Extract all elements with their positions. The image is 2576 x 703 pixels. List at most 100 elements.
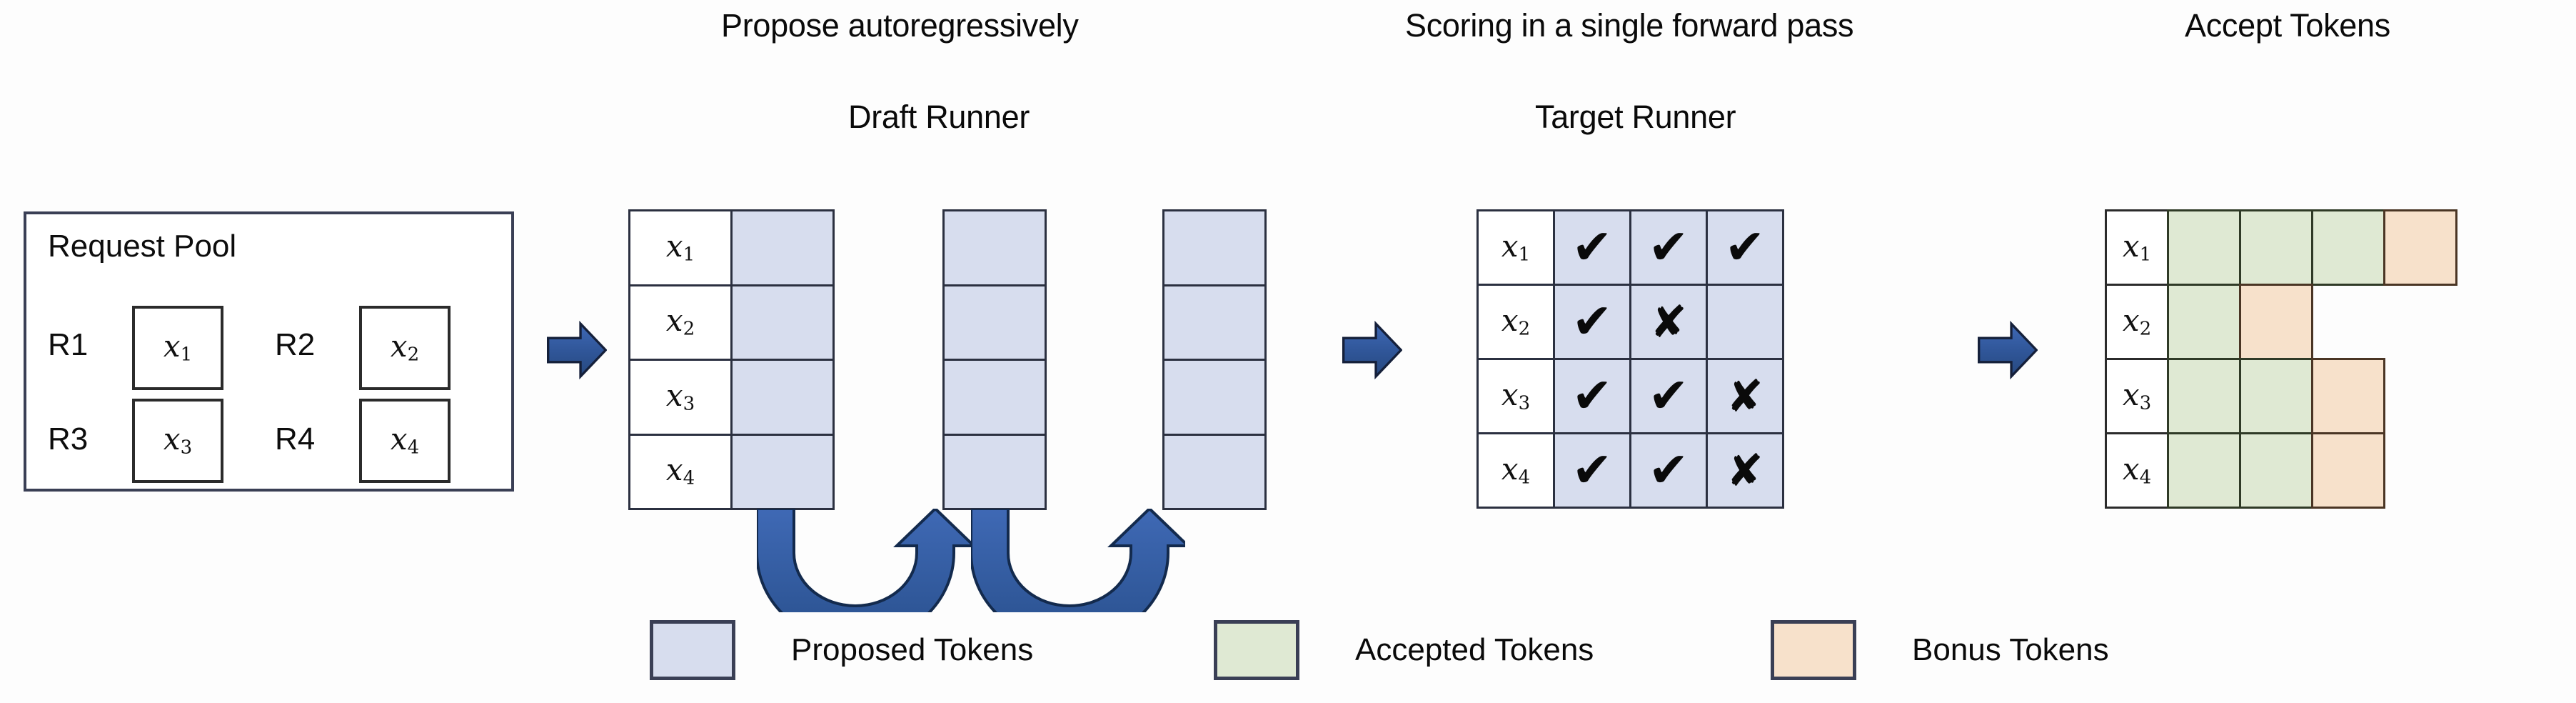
legend-item-bonus: Bonus Tokens xyxy=(1771,620,2109,680)
request-label-r2: R2 xyxy=(275,327,316,362)
request-label-r4: R4 xyxy=(275,422,316,457)
loop-arrow-step2-to-step3 xyxy=(971,509,1185,612)
token-x4: x4 xyxy=(1501,451,1531,489)
cross-icon: ✘ xyxy=(1726,369,1764,422)
legend-swatch-bonus xyxy=(1771,620,1856,680)
target-score-cell: ✔ xyxy=(1553,358,1631,434)
check-icon: ✔ xyxy=(1648,367,1689,424)
draft-proposed-cell xyxy=(942,284,1047,361)
target-score-cell: ✘ xyxy=(1706,358,1784,434)
request-box-r3: x3 xyxy=(132,399,223,483)
draft-label-cell-x4: x4 xyxy=(628,433,733,510)
target-row: x1 ✔ ✔ ✔ xyxy=(1476,209,1784,286)
draft-proposed-cell xyxy=(1162,284,1267,361)
draft-proposed-cell xyxy=(730,359,835,436)
accept-row: x1 xyxy=(2105,209,2457,286)
token-x3: x3 xyxy=(2122,377,2152,414)
target-score-cell: ✔ xyxy=(1629,432,1708,509)
check-icon: ✔ xyxy=(1724,219,1766,276)
legend-label-proposed: Proposed Tokens xyxy=(791,632,1034,667)
accept-row: x3 xyxy=(2105,358,2457,434)
heading-propose-autoregressively: Propose autoregressively xyxy=(721,7,1079,44)
token-x3: x3 xyxy=(665,377,695,415)
request-pool-title: Request Pool xyxy=(48,229,237,264)
request-label-r3: R3 xyxy=(48,422,89,457)
accept-label-cell-x4: x4 xyxy=(2105,432,2169,509)
request-box-r4: x4 xyxy=(359,399,451,483)
target-label-cell-x3: x3 xyxy=(1476,358,1555,434)
accepted-token-cell xyxy=(2167,209,2241,286)
heading-target-runner: Target Runner xyxy=(1535,99,1736,135)
target-label-cell-x1: x1 xyxy=(1476,209,1555,286)
accepted-token-cell xyxy=(2311,209,2385,286)
accepted-token-cell xyxy=(2167,358,2241,434)
cross-icon: ✘ xyxy=(1650,295,1687,348)
request-box-r1: x1 xyxy=(132,306,223,390)
target-score-cell: ✔ xyxy=(1553,209,1631,286)
legend-item-proposed: Proposed Tokens xyxy=(650,620,1033,680)
check-icon: ✔ xyxy=(1648,442,1689,499)
check-icon: ✔ xyxy=(1648,219,1689,276)
target-score-cell: ✘ xyxy=(1629,284,1708,360)
accepted-token-cell xyxy=(2167,432,2241,509)
target-score-cell: ✔ xyxy=(1629,358,1708,434)
accept-label-cell-x1: x1 xyxy=(2105,209,2169,286)
draft-step-column-3 xyxy=(1162,209,1267,517)
flow-arrow-draft-to-target xyxy=(1342,320,1402,380)
target-label-cell-x2: x2 xyxy=(1476,284,1555,360)
check-icon: ✔ xyxy=(1571,442,1613,499)
token-x2: x2 xyxy=(1501,302,1531,340)
loop-arrow-step1-to-step2 xyxy=(757,509,971,612)
token-x4: x4 xyxy=(390,422,420,459)
flow-arrow-target-to-accept xyxy=(1978,320,2038,380)
legend-label-accepted: Accepted Tokens xyxy=(1355,632,1594,667)
accept-label-cell-x3: x3 xyxy=(2105,358,2169,434)
target-row: x2 ✔ ✘ xyxy=(1476,284,1784,360)
request-box-r2: x2 xyxy=(359,306,451,390)
target-score-cell: ✔ xyxy=(1629,209,1708,286)
accepted-token-cell xyxy=(2239,432,2313,509)
draft-proposed-cell xyxy=(1162,209,1267,286)
legend-swatch-accepted xyxy=(1214,620,1299,680)
token-x2: x2 xyxy=(2122,302,2152,340)
bonus-token-cell xyxy=(2311,432,2385,509)
draft-step-column-1 xyxy=(730,209,835,517)
token-x3: x3 xyxy=(1501,377,1531,414)
bonus-token-cell xyxy=(2239,284,2313,360)
draft-proposed-cell xyxy=(730,209,835,286)
draft-label-cell-x1: x1 xyxy=(628,209,733,286)
target-row: x3 ✔ ✔ ✘ xyxy=(1476,358,1784,434)
legend-label-bonus: Bonus Tokens xyxy=(1912,632,2109,667)
target-score-cell: ✔ xyxy=(1706,209,1784,286)
token-x1: x1 xyxy=(2122,228,2152,266)
target-row: x4 ✔ ✔ ✘ xyxy=(1476,432,1784,509)
request-pool-panel: Request Pool R1 x1 R2 x2 R3 x3 R4 x4 xyxy=(24,211,514,492)
draft-proposed-cell xyxy=(730,433,835,510)
target-score-cell: ✘ xyxy=(1706,432,1784,509)
accept-label-cell-x2: x2 xyxy=(2105,284,2169,360)
check-icon: ✔ xyxy=(1571,367,1613,424)
accepted-token-cell xyxy=(2239,209,2313,286)
legend-swatch-proposed xyxy=(650,620,735,680)
flow-arrow-pool-to-draft xyxy=(547,320,607,380)
draft-proposed-cell xyxy=(942,209,1047,286)
draft-proposed-cell xyxy=(1162,433,1267,510)
token-x1: x1 xyxy=(665,228,695,266)
draft-proposed-cell xyxy=(942,359,1047,436)
accepted-token-cell xyxy=(2239,358,2313,434)
bonus-token-cell xyxy=(2311,358,2385,434)
draft-label-cell-x3: x3 xyxy=(628,359,733,436)
token-x4: x4 xyxy=(665,452,695,490)
accept-row: x2 xyxy=(2105,284,2457,360)
draft-proposed-cell xyxy=(730,284,835,361)
accepted-token-cell xyxy=(2167,284,2241,360)
token-x3: x3 xyxy=(163,422,193,459)
cross-icon: ✘ xyxy=(1726,444,1764,497)
token-x4: x4 xyxy=(2122,451,2152,489)
token-x2: x2 xyxy=(665,303,695,341)
legend: Proposed Tokens Accepted Tokens Bonus To… xyxy=(0,620,2576,699)
token-x2: x2 xyxy=(390,329,420,366)
target-score-cell: ✔ xyxy=(1553,432,1631,509)
draft-proposed-cell xyxy=(942,433,1047,510)
